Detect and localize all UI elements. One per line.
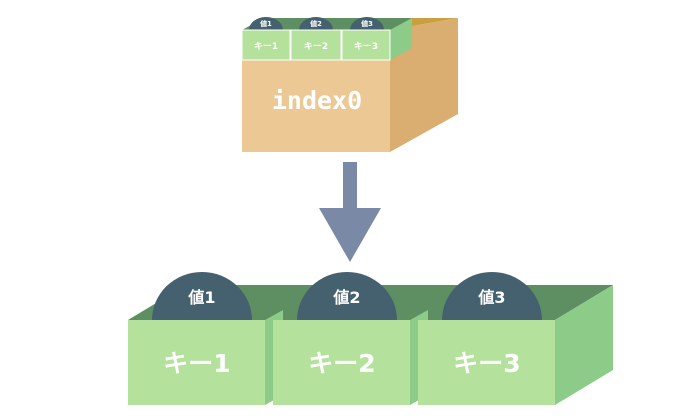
child-value-label: 値1 bbox=[187, 288, 215, 307]
mini-value-label: 値3 bbox=[360, 19, 373, 28]
mini-key-box-3: キー3 bbox=[341, 29, 391, 61]
child-value-1: 値1 bbox=[152, 272, 252, 320]
mini-key-label: キー3 bbox=[354, 41, 378, 52]
mini-key-label: キー2 bbox=[304, 41, 328, 52]
mini-value-cap bbox=[299, 17, 333, 30]
parent-box-side bbox=[390, 18, 458, 152]
parent-box-side-green bbox=[390, 18, 412, 60]
mini-key-box-1: キー1 bbox=[241, 29, 291, 61]
child-key-box-3: キー3 bbox=[418, 320, 555, 405]
mini-value-2: 値2 bbox=[299, 17, 333, 30]
mini-value-3: 値3 bbox=[350, 17, 384, 30]
child-value-cap bbox=[297, 272, 397, 320]
child-value-cap bbox=[442, 272, 542, 320]
child-key-label: キー2 bbox=[308, 349, 375, 378]
mini-value-label: 値1 bbox=[259, 19, 272, 28]
parent-box-front bbox=[242, 60, 390, 152]
mini-value-cap bbox=[249, 17, 283, 30]
mini-value-cap bbox=[350, 17, 384, 30]
child-key-box-1: キー1 bbox=[128, 310, 283, 405]
child-value-label: 値3 bbox=[477, 288, 505, 307]
parent-box: 値1 値2 値3 キー1 キー2 キー3 index0 bbox=[241, 17, 458, 152]
child-value-2: 値2 bbox=[297, 272, 397, 320]
child-key-label: キー1 bbox=[163, 349, 230, 378]
mini-key-label: キー1 bbox=[254, 41, 278, 52]
child-row: 値1 値2 値3 キー1 キー2 キー3 bbox=[128, 272, 613, 405]
mini-key-box-2: キー2 bbox=[290, 29, 342, 61]
child-key-box-2: キー2 bbox=[273, 310, 428, 405]
down-arrow-icon bbox=[319, 162, 381, 262]
child-value-cap bbox=[152, 272, 252, 320]
mini-value-label: 値2 bbox=[309, 19, 322, 28]
mini-value-1: 値1 bbox=[249, 17, 283, 30]
child-value-3: 値3 bbox=[442, 272, 542, 320]
child-value-label: 値2 bbox=[332, 288, 360, 307]
parent-box-label: index0 bbox=[272, 86, 362, 115]
child-row-side bbox=[555, 285, 613, 405]
child-key-label: キー3 bbox=[453, 349, 520, 378]
